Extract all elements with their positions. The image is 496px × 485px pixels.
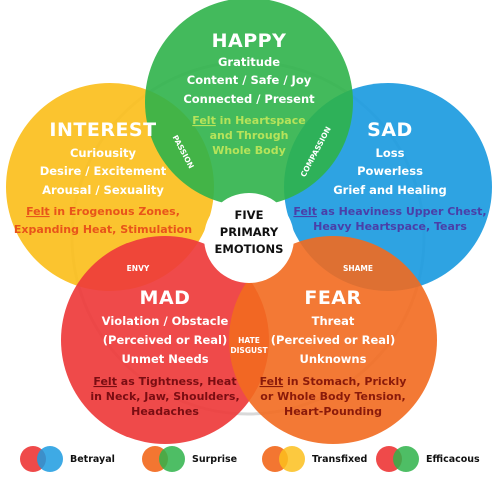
mad-line-3: Unmet Needs <box>121 352 208 366</box>
legend-swatch-b <box>159 446 185 472</box>
legend-label: Betrayal <box>70 454 115 465</box>
interest-title: INTEREST <box>49 119 156 141</box>
mad-felt-rest: as Tightness, Heat <box>117 375 237 388</box>
happy-line-2: Content / Safe / Joy <box>187 73 312 87</box>
mad-felt-line-1: Felt as Tightness, Heat <box>93 375 236 388</box>
happy-felt-line-1: Felt in Heartspace <box>192 114 305 127</box>
legend-item: Efficacous <box>376 446 480 472</box>
interest-line-1: Curiousity <box>70 146 137 160</box>
legend-label: Transfixed <box>312 454 367 465</box>
overlap-hate: HATE <box>238 336 260 345</box>
happy-line-1: Gratitude <box>218 55 280 69</box>
happy-title: HAPPY <box>212 30 287 52</box>
fear-title: FEAR <box>304 287 361 309</box>
mad-title: MAD <box>140 287 191 309</box>
overlap-envy: ENVY <box>127 264 150 273</box>
sad-line-3: Grief and Healing <box>333 183 447 197</box>
overlap-disgust: DISGUST <box>230 346 268 355</box>
sad-felt-line-2: Heavy Heartspace, Tears <box>313 220 467 233</box>
overlap-shame: SHAME <box>343 264 373 273</box>
happy-line-3: Connected / Present <box>183 92 315 106</box>
mad-line-2: (Perceived or Real) <box>103 333 227 347</box>
happy-felt-line-2: and Through <box>210 129 289 142</box>
legend-label: Efficacous <box>426 454 480 465</box>
fear-felt-line-1: Felt in Stomach, Prickly <box>260 375 407 388</box>
interest-line-2: Desire / Excitement <box>40 164 167 178</box>
fear-felt-line-3: Heart-Pounding <box>284 405 382 418</box>
fear-felt-line-2: or Whole Body Tension, <box>260 390 405 403</box>
fear-circle <box>229 236 437 444</box>
fear-felt-rest: in Stomach, Prickly <box>283 375 406 388</box>
happy-circle <box>145 0 353 206</box>
legend: Betrayal Surprise Transfixed Efficacous <box>20 446 480 472</box>
interest-line-3: Arousal / Sexuality <box>42 183 164 197</box>
sad-felt-rest: as Heaviness Upper Chest, <box>317 205 487 218</box>
fear-felt-word: Felt <box>260 375 284 388</box>
center-disc <box>204 193 294 283</box>
mad-felt-line-2: in Neck, Jaw, Shoulders, <box>90 390 239 403</box>
mad-felt-word: Felt <box>93 375 117 388</box>
interest-felt-line-1: Felt in Erogenous Zones, <box>26 205 180 218</box>
legend-item: Surprise <box>142 446 237 472</box>
fear-line-1: Threat <box>312 314 355 328</box>
mad-felt-line-3: Headaches <box>131 405 199 418</box>
happy-felt-rest: in Heartspace <box>216 114 306 127</box>
mad-circle <box>61 236 269 444</box>
sad-line-1: Loss <box>376 146 405 160</box>
fear-line-2: (Perceived or Real) <box>271 333 395 347</box>
sad-felt-word: Felt <box>293 205 317 218</box>
interest-felt-line-2: Expanding Heat, Stimulation <box>14 223 192 236</box>
center-line-3: EMOTIONS <box>215 242 284 256</box>
sad-felt-line-1: Felt as Heaviness Upper Chest, <box>293 205 486 218</box>
legend-swatch-b <box>37 446 63 472</box>
legend-item: Betrayal <box>20 446 115 472</box>
mad-line-1: Violation / Obstacle <box>102 314 229 328</box>
sad-title: SAD <box>367 119 413 141</box>
fear-line-3: Unknowns <box>300 352 367 366</box>
interest-felt-word: Felt <box>26 205 50 218</box>
legend-swatch-b <box>393 446 419 472</box>
happy-felt-word: Felt <box>192 114 216 127</box>
legend-swatch-b <box>279 446 305 472</box>
sad-line-2: Powerless <box>357 164 423 178</box>
interest-felt-rest: in Erogenous Zones, <box>50 205 180 218</box>
legend-label: Surprise <box>192 454 237 465</box>
center-line-2: PRIMARY <box>220 225 279 239</box>
center-line-1: FIVE <box>235 208 264 222</box>
happy-felt-line-3: Whole Body <box>212 144 286 157</box>
legend-item: Transfixed <box>262 446 367 472</box>
